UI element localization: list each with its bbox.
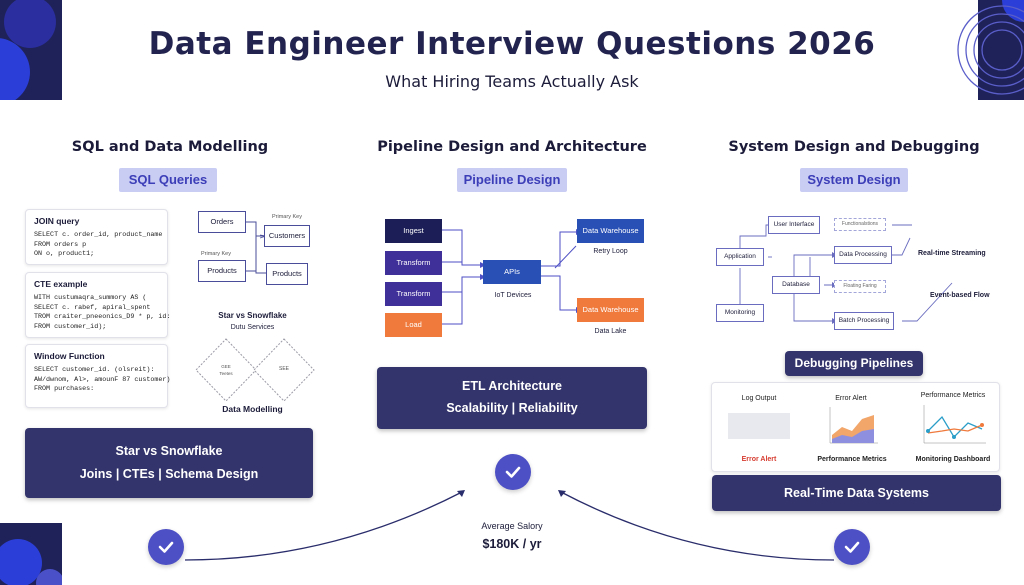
node-floating-faring: Floating Faring [834, 280, 886, 293]
pipeline-heading: Pipeline Design and Architecture [377, 139, 647, 155]
er-entity-orders: Orders [198, 211, 246, 233]
data-modelling-label: Data Modelling [222, 404, 283, 414]
er-entity-products-right: Products [266, 263, 308, 285]
node-user-interface: User Interface [768, 216, 820, 234]
event-based-flow-label: Event-based Flow [930, 292, 990, 299]
retry-loop-label: Retry Loop [593, 248, 628, 255]
diamond-label-left: GEE Teetes [219, 364, 233, 376]
check-icon-center [495, 454, 531, 490]
salary-label: Average Salory [481, 521, 543, 531]
pipeline-apis-node: APIs [483, 260, 541, 284]
data-warehouse-bottom: Data Warehouse [577, 298, 644, 322]
pipeline-block-transform-1: Transform [385, 251, 442, 275]
card-code: SELECT customer_id. (olsreit): AW/dwnom,… [34, 366, 171, 393]
realtime-streaming-label: Real-time Streaming [918, 250, 986, 257]
node-functionalstions: Functionalstions [834, 218, 886, 231]
primary-key-label-top: Primary Key [272, 214, 302, 220]
system-summary-banner: Real-Time Data Systems [712, 475, 1001, 511]
er-entity-products-left: Products [198, 260, 246, 282]
cte-example-card: CTE example WITH custumaqra_summory AS (… [25, 272, 171, 338]
banner-line-2: Scalability | Reliability [446, 401, 578, 415]
check-icon-left [148, 529, 184, 565]
window-function-card: Window Function SELECT customer_id. (ols… [25, 344, 171, 408]
system-design-pill: System Design [800, 168, 908, 192]
join-query-card: JOIN query SELECT c. order_id, product_n… [25, 209, 168, 265]
node-monitoring: Monitoring [716, 304, 764, 322]
error-alert-chart-title: Error Alert [835, 395, 867, 402]
er-diagram-connectors [246, 221, 267, 274]
log-output-box [728, 413, 790, 439]
banner-line-1: Star vs Snowflake [115, 444, 223, 458]
star-snowflake-label: Star vs Snowflake [218, 311, 287, 320]
diamond-label-right: SEE [278, 366, 289, 372]
pipeline-block-load: Load [385, 313, 442, 337]
salary-value: $180K / yr [482, 537, 542, 551]
card-code: SELECT c. order_id, product_name FROM or… [34, 231, 163, 258]
debugging-panel: Log Output Error Alert Error Alert Perfo… [711, 382, 1000, 472]
card-title: Window Function [34, 351, 105, 361]
log-output-title: Log Output [741, 395, 777, 402]
primary-key-label-left: Primary Key [201, 251, 231, 257]
sql-queries-pill: SQL Queries [119, 168, 217, 192]
error-alert-area-chart [829, 407, 878, 444]
performance-metrics-chart-title: Performance Metrics [920, 392, 986, 399]
snowflake-schema-diagram [195, 338, 315, 402]
pipeline-design-pill: Pipeline Design [457, 168, 567, 192]
page-title: Data Engineer Interview Questions 2026 [148, 26, 876, 62]
iot-devices-label: IoT Devices [494, 292, 532, 299]
sql-heading: SQL and Data Modelling [71, 139, 269, 155]
corner-decoration-top-right [957, 0, 1024, 100]
debugging-pipelines-pill: Debugging Pipelines [785, 351, 923, 376]
node-data-processing: Data Processing [834, 246, 892, 264]
node-application: Application [716, 248, 764, 266]
pipeline-block-transform-2: Transform [385, 282, 442, 306]
data-lake-label: Data Lake [594, 328, 627, 335]
sql-summary-banner: Star vs Snowflake Joins | CTEs | Schema … [25, 428, 313, 498]
card-title: CTE example [34, 279, 88, 289]
node-database: Database [772, 276, 820, 294]
error-alert-label: Error Alert [741, 456, 777, 463]
data-warehouse-top: Data Warehouse [577, 219, 644, 243]
performance-metrics-label: Performance Metrics [817, 456, 887, 463]
system-heading: System Design and Debugging [728, 139, 980, 155]
banner-line-1: ETL Architecture [461, 379, 563, 393]
corner-decoration-top-left [0, 0, 62, 100]
card-code: WITH custumaqra_summory AS ( SELECT c. r… [34, 294, 171, 331]
pipeline-summary-banner: ETL Architecture Scalability | Reliabili… [377, 367, 647, 429]
performance-line-chart [923, 405, 986, 444]
page-subtitle: What Hiring Teams Actually Ask [385, 72, 639, 91]
er-entity-customers: Customers [264, 225, 310, 247]
check-icon-right [834, 529, 870, 565]
banner-line-2: Joins | CTEs | Schema Design [79, 467, 259, 481]
pipeline-block-ingest: Ingest [385, 219, 442, 243]
card-title: JOIN query [34, 216, 80, 226]
monitoring-dashboard-label: Monitoring Dashboard [915, 456, 991, 463]
star-snowflake-sublabel: Dutu Services [230, 324, 275, 331]
corner-decoration-bottom-left [0, 523, 62, 585]
node-batch-processing: Batch Processing [834, 312, 894, 330]
